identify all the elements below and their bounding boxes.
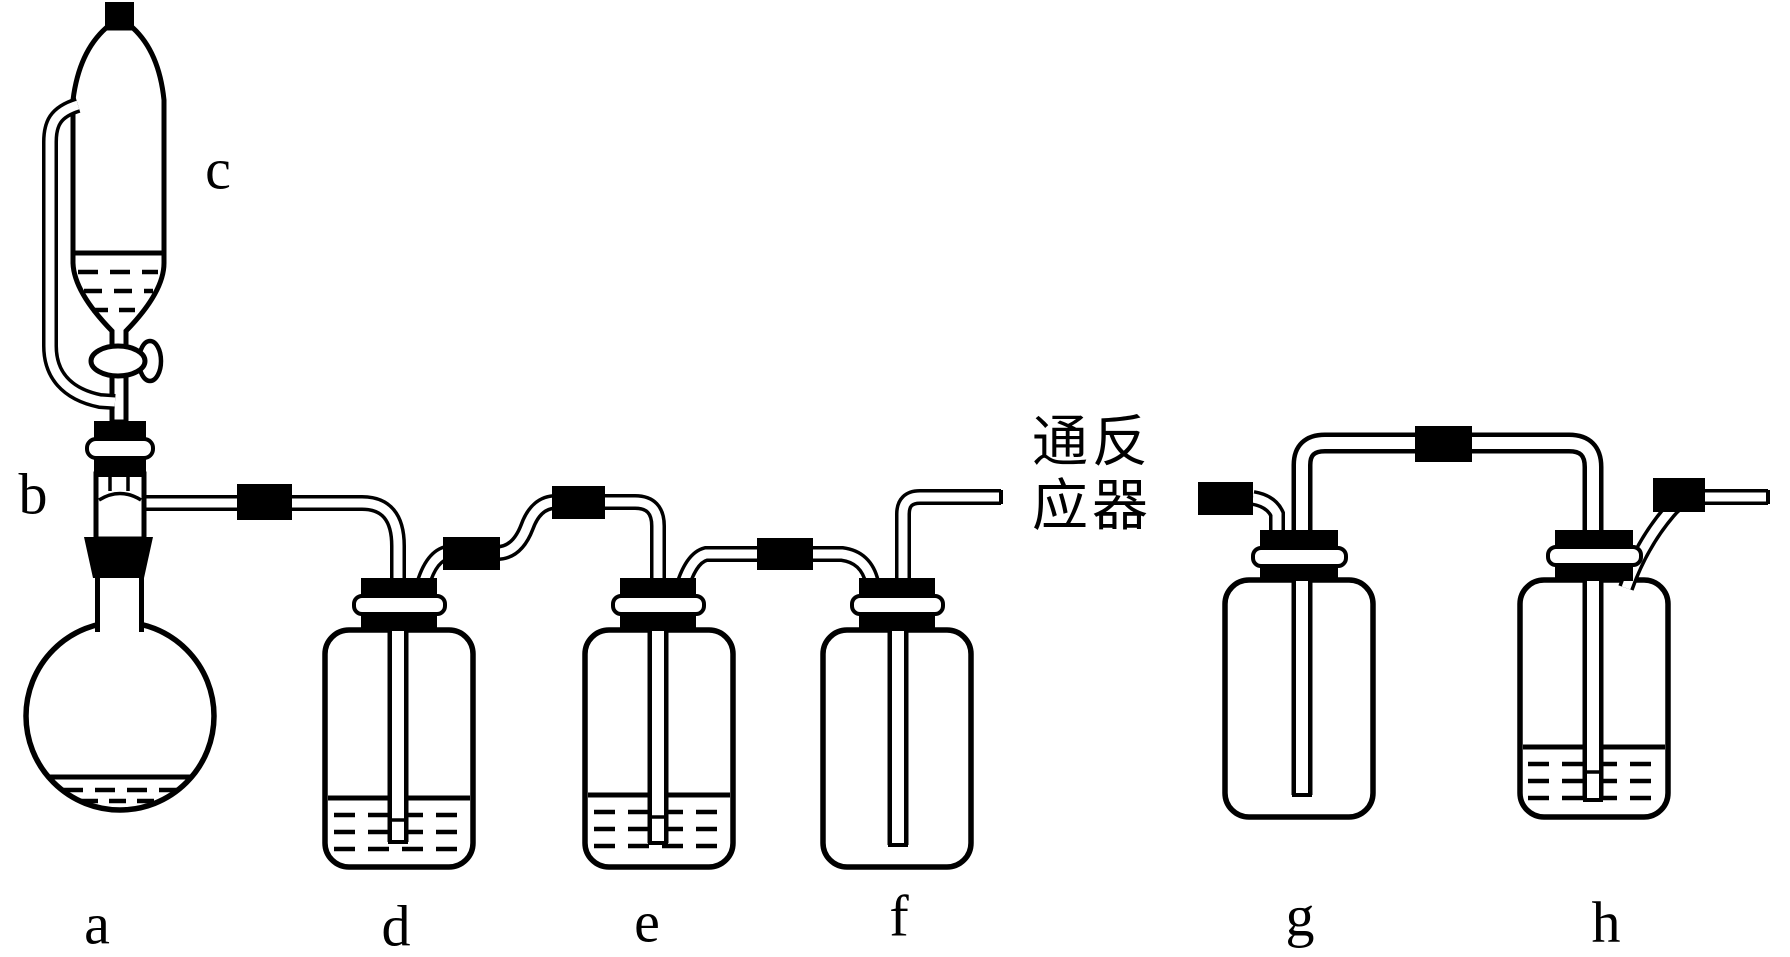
label-a: a bbox=[84, 891, 110, 957]
dropping-funnel-c bbox=[70, 25, 167, 425]
label-b: b bbox=[18, 461, 48, 527]
connector-d-out bbox=[443, 537, 500, 570]
stopper-g bbox=[1251, 530, 1348, 581]
label-f: f bbox=[889, 883, 909, 949]
annotation-line-2: 应器 bbox=[1032, 475, 1152, 538]
annotation-to-reactor: 通反 应器 bbox=[1032, 412, 1152, 540]
flask-a bbox=[23, 577, 217, 813]
stopper-f bbox=[850, 578, 945, 631]
tube-f-to-reactor bbox=[895, 489, 1001, 588]
connector-g-h bbox=[1415, 426, 1472, 462]
connector-g-in bbox=[1198, 482, 1253, 515]
joint-b bbox=[84, 421, 155, 578]
label-c: c bbox=[205, 136, 231, 202]
connector-e-f bbox=[757, 538, 813, 570]
stopcock-barrel bbox=[88, 343, 148, 379]
connector-h-out bbox=[1653, 478, 1705, 512]
joint-b-ring bbox=[85, 437, 155, 460]
rubber-connectors bbox=[237, 426, 1705, 570]
stopper-h bbox=[1546, 530, 1643, 581]
annotation-line-1: 通反 bbox=[1032, 412, 1152, 474]
joint-b-lower-seal bbox=[94, 456, 146, 477]
stopper-e bbox=[611, 578, 706, 631]
connector-e-in bbox=[552, 486, 605, 519]
label-e: e bbox=[634, 889, 660, 955]
flask-neck-stopper bbox=[84, 537, 153, 578]
joint-b-glass bbox=[93, 471, 147, 542]
stopper-d bbox=[352, 578, 447, 631]
joint-b-upper-seal bbox=[94, 421, 146, 441]
label-h: h bbox=[1591, 889, 1621, 955]
label-d: d bbox=[381, 893, 411, 957]
label-g: g bbox=[1285, 883, 1315, 949]
flask-bulb bbox=[23, 619, 217, 813]
connector-b-d bbox=[237, 484, 292, 520]
stopcock bbox=[88, 338, 164, 384]
funnel-top-stopper bbox=[105, 2, 134, 29]
